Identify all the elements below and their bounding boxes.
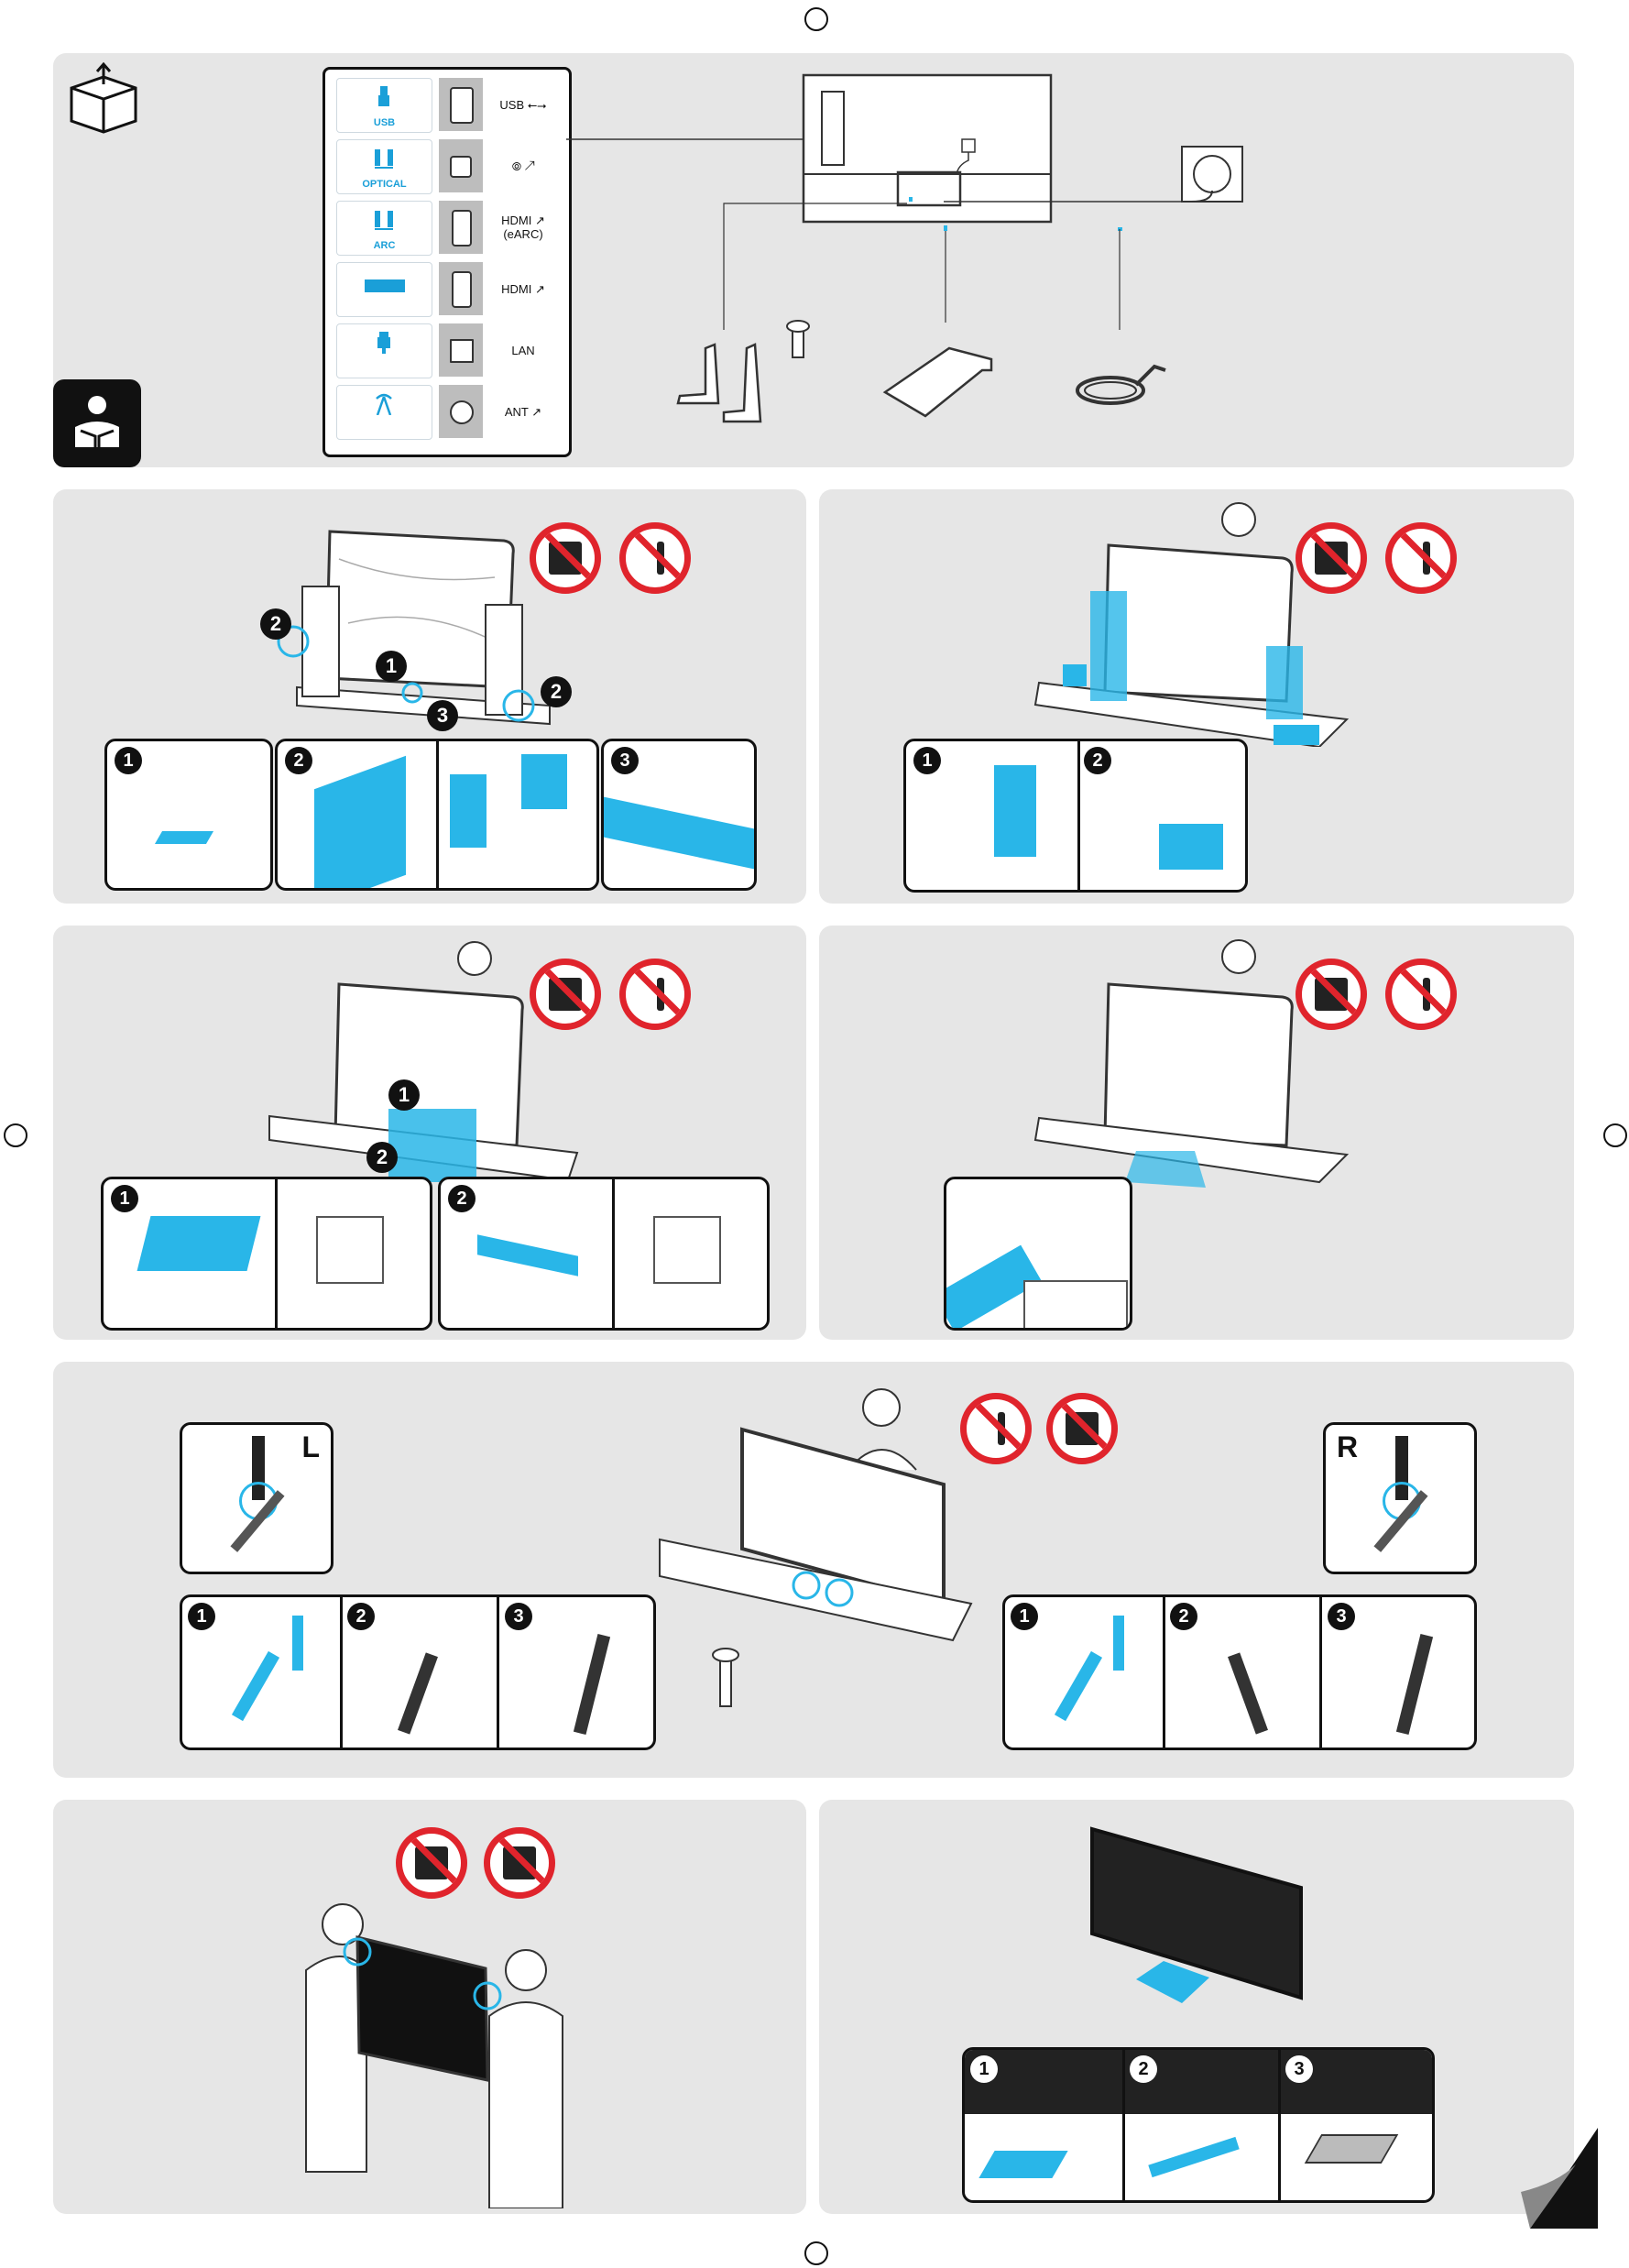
no-heat-warning-icon bbox=[484, 1827, 555, 1899]
step-number: 2 bbox=[448, 1185, 476, 1212]
step-frame-2: 2 bbox=[438, 1177, 770, 1331]
registration-mark-right bbox=[1603, 1123, 1627, 1147]
step-number: 1 bbox=[111, 1185, 138, 1212]
two-person-carry-illustration bbox=[293, 1897, 586, 2208]
port-label: ARC bbox=[337, 240, 432, 251]
stand-left-detail: L bbox=[180, 1422, 333, 1574]
port-row-lan: LAN bbox=[336, 323, 558, 377]
callout-2: 2 bbox=[541, 676, 572, 707]
step-number: 3 bbox=[1328, 1603, 1355, 1630]
no-heat-warning-icon bbox=[530, 959, 601, 1030]
hdmi-device-icon bbox=[365, 279, 405, 292]
port-name: ANT ↗ bbox=[488, 385, 558, 438]
read-manual-icon bbox=[53, 379, 141, 467]
step-frame-2: 2 bbox=[275, 739, 599, 891]
step-number: 2 bbox=[285, 747, 312, 774]
no-knife-warning-icon bbox=[1385, 959, 1457, 1030]
box-open-icon bbox=[62, 60, 145, 134]
step-number: 1 bbox=[913, 747, 941, 774]
no-knife-warning-icon bbox=[1385, 522, 1457, 594]
callout-1: 1 bbox=[388, 1079, 420, 1111]
step-frame-1: 1 bbox=[101, 1177, 432, 1331]
step-frame-3: 3 bbox=[601, 739, 757, 891]
antenna-icon bbox=[374, 393, 394, 415]
step-frame-1: 1 bbox=[104, 739, 273, 891]
step-number: 1 bbox=[970, 2055, 998, 2083]
callout-2: 2 bbox=[260, 608, 291, 640]
registration-mark-left bbox=[4, 1123, 27, 1147]
usb-icon bbox=[374, 86, 394, 108]
port-label: USB bbox=[337, 117, 432, 128]
port-label: OPTICAL bbox=[337, 179, 432, 190]
port-row-arc: ARC HDMI ↗ (eARC) bbox=[336, 201, 558, 254]
no-heat-warning-icon bbox=[1296, 959, 1367, 1030]
no-knife-warning-icon bbox=[619, 959, 691, 1030]
step-frame-1: 1 2 bbox=[903, 739, 1248, 893]
port-name: ⦾ ↗ bbox=[488, 139, 558, 192]
port-name: HDMI ↗ (eARC) bbox=[488, 201, 558, 254]
step-number: 3 bbox=[505, 1603, 532, 1630]
step-number: 3 bbox=[611, 747, 639, 774]
port-name: HDMI ↗ bbox=[488, 262, 558, 315]
port-name: USB ⭠⭢ bbox=[488, 78, 558, 131]
callout-2: 2 bbox=[366, 1142, 398, 1173]
registration-mark-top bbox=[804, 7, 828, 31]
optical-icon bbox=[374, 148, 394, 170]
page-turn-icon bbox=[1503, 2128, 1598, 2229]
registration-mark-bottom bbox=[804, 2241, 828, 2265]
no-knife-warning-icon bbox=[619, 522, 691, 594]
no-heat-warning-icon bbox=[530, 522, 601, 594]
no-touch-screen-warning-icon bbox=[396, 1827, 467, 1899]
tv-back-diagram bbox=[550, 64, 1246, 449]
step-number: 2 bbox=[1170, 1603, 1197, 1630]
step-number: 1 bbox=[1011, 1603, 1038, 1630]
port-name: LAN bbox=[488, 323, 558, 377]
port-row-optical: OPTICAL ⦾ ↗ bbox=[336, 139, 558, 192]
stand-right-detail: R bbox=[1323, 1422, 1477, 1574]
step-number: 2 bbox=[1084, 747, 1111, 774]
port-row-antenna: ANT ↗ bbox=[336, 385, 558, 438]
port-row-usb: USB USB ⭠⭢ bbox=[336, 78, 558, 131]
step-number: 2 bbox=[347, 1603, 375, 1630]
step-frame-peel bbox=[944, 1177, 1132, 1331]
port-row-hdmi: HDMI ↗ bbox=[336, 262, 558, 315]
callout-3: 3 bbox=[427, 700, 458, 731]
stand-side-label-left: L bbox=[301, 1430, 320, 1464]
tv-stand-center-illustration bbox=[641, 1375, 989, 1723]
no-step-warning-icon bbox=[1046, 1393, 1118, 1464]
base-attach-steps: 1 2 3 bbox=[962, 2047, 1435, 2203]
stand-left-steps: 1 2 3 bbox=[180, 1594, 656, 1750]
arc-icon bbox=[374, 209, 394, 231]
lan-icon bbox=[374, 332, 394, 354]
step-number: 3 bbox=[1285, 2055, 1313, 2083]
stand-side-label-right: R bbox=[1337, 1430, 1358, 1464]
port-table: USB USB ⭠⭢ OPTICAL ⦾ ↗ ARC HDMI ↗ (eARC)… bbox=[323, 67, 572, 457]
callout-1: 1 bbox=[376, 651, 407, 682]
step-number: 1 bbox=[188, 1603, 215, 1630]
step-number: 2 bbox=[1130, 2055, 1157, 2083]
tv-on-base-illustration bbox=[1081, 1824, 1319, 2025]
no-heat-warning-icon bbox=[1296, 522, 1367, 594]
stand-right-steps: 1 2 3 bbox=[1002, 1594, 1477, 1750]
step-number: 1 bbox=[115, 747, 142, 774]
